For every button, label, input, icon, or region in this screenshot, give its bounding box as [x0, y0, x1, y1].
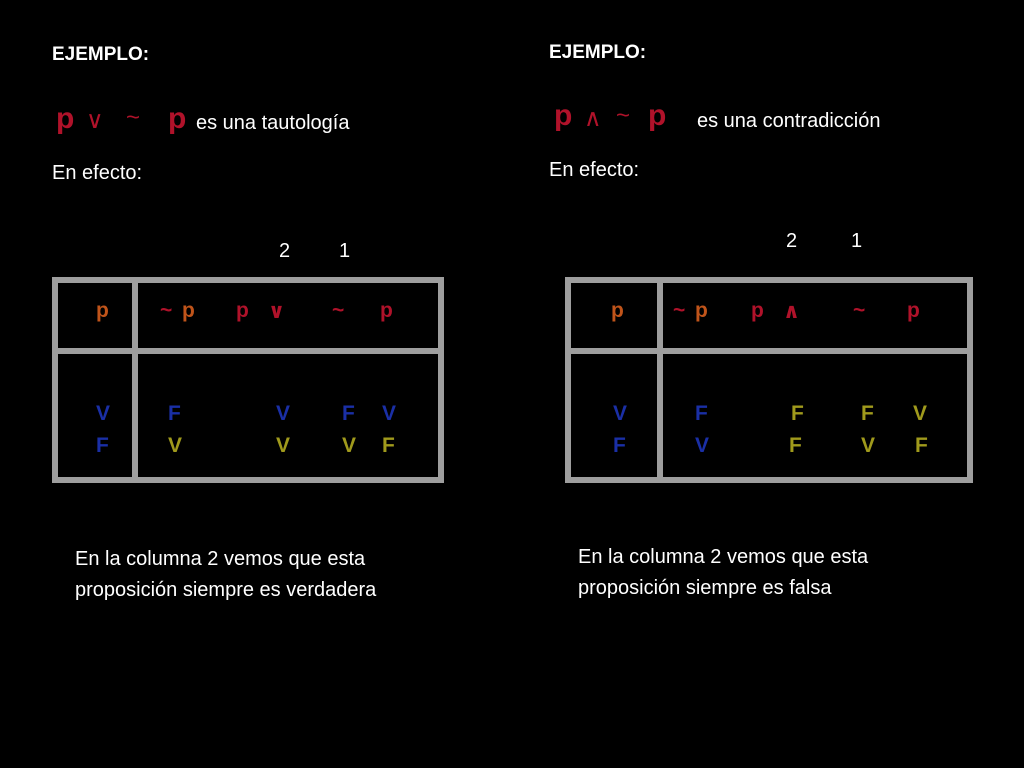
left-formula-description: es una tautología — [196, 112, 350, 134]
left-table-header-divider — [58, 348, 438, 354]
left-header-p3: p — [380, 299, 393, 322]
right-formula-negation: ~ — [616, 102, 631, 129]
right-column-number-2: 2 — [786, 230, 798, 252]
right-header-not-p: p — [695, 299, 708, 322]
right-cell-r1-neg: F — [861, 402, 874, 425]
right-cell-r2-p: F — [613, 434, 626, 457]
right-cell-r2-neg: V — [861, 434, 876, 457]
right-header-negation: ~ — [673, 299, 686, 322]
left-column-number-2: 2 — [279, 240, 291, 262]
left-truth-table: p ~ p p ∨ ~ p V F V F V F V V V F — [52, 277, 444, 483]
right-header-p2: p — [751, 299, 764, 322]
left-conclusion: En la columna 2 vemos que esta proposici… — [75, 544, 376, 606]
left-conclusion-line-1: En la columna 2 vemos que esta — [75, 548, 366, 570]
right-truth-table: p ~ p p ∧ ~ p V F F F V F V F V F — [565, 277, 973, 483]
left-column-number-1: 1 — [339, 240, 351, 262]
left-cell-r2-not-p: V — [168, 434, 183, 457]
right-cell-r2-not-p: V — [695, 434, 710, 457]
right-table-column-divider — [657, 283, 663, 477]
left-cell-r1-result: V — [276, 402, 291, 425]
left-cell-r2-p3: F — [382, 434, 395, 457]
left-formula-p2: p — [168, 102, 187, 135]
right-header-p3: p — [907, 299, 920, 322]
left-title: EJEMPLO: — [52, 44, 150, 65]
right-formula-p2: p — [648, 99, 667, 132]
right-column-number-1: 1 — [851, 230, 863, 252]
left-cell-r1-not-p: F — [168, 402, 181, 425]
left-header-p2: p — [236, 299, 249, 322]
left-formula-p1: p — [56, 102, 75, 135]
right-cell-r1-result: F — [791, 402, 804, 425]
right-conclusion-line-1: En la columna 2 vemos que esta — [578, 546, 869, 568]
right-header-p: p — [611, 299, 624, 322]
left-table-column-divider — [132, 283, 138, 477]
right-header-negation-2: ~ — [853, 299, 866, 322]
left-header-or-symbol: ∨ — [268, 300, 286, 323]
left-intro: En efecto: — [52, 162, 143, 184]
right-cell-r1-p3: V — [913, 402, 928, 425]
right-cell-r1-p: V — [613, 402, 628, 425]
right-formula-description: es una contradicción — [697, 110, 881, 132]
left-cell-r1-p3: V — [382, 402, 397, 425]
left-header-p: p — [96, 299, 109, 322]
right-cell-r2-result: F — [789, 434, 802, 457]
left-cell-r1-neg: F — [342, 402, 355, 425]
right-formula-p1: p — [554, 99, 573, 132]
right-conclusion: En la columna 2 vemos que esta proposici… — [578, 542, 868, 604]
left-cell-r2-p: F — [96, 434, 109, 457]
right-conclusion-line-2: proposición siempre es falsa — [578, 577, 832, 599]
left-header-not-p: p — [182, 299, 195, 322]
left-conclusion-line-2: proposición siempre es verdadera — [75, 579, 377, 601]
right-header-and-symbol: ∧ — [783, 300, 801, 323]
right-cell-r1-not-p: F — [695, 402, 708, 425]
left-formula-negation: ~ — [126, 104, 141, 131]
right-title: EJEMPLO: — [549, 42, 647, 63]
right-formula-and-symbol: ∧ — [584, 105, 602, 132]
right-intro: En efecto: — [549, 159, 640, 181]
right-table-header-divider — [571, 348, 967, 354]
left-cell-r2-neg: V — [342, 434, 357, 457]
left-header-negation-2: ~ — [332, 299, 345, 322]
right-cell-r2-p3: F — [915, 434, 928, 457]
left-cell-r2-result: V — [276, 434, 291, 457]
left-formula-or-symbol: ∨ — [86, 107, 104, 134]
left-cell-r1-p: V — [96, 402, 111, 425]
left-header-negation: ~ — [160, 299, 173, 322]
